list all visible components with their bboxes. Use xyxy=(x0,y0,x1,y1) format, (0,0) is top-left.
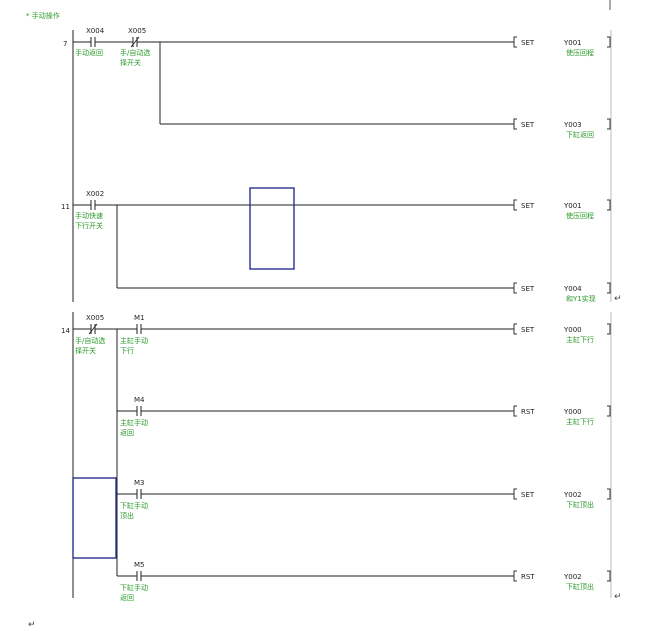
contact-comment: 主缸手动 xyxy=(120,336,148,345)
coil-set-y002[interactable]: SET Y002 下缸顶出 xyxy=(513,488,611,509)
contact-comment: 返回 xyxy=(120,429,134,437)
coil-instruction: SET xyxy=(521,491,535,499)
coil-device: Y003 xyxy=(563,121,582,129)
coil-device: Y000 xyxy=(563,408,582,416)
contact-m5[interactable]: M5 下缸手动 返回 xyxy=(120,561,148,602)
contact-comment: 择开关 xyxy=(75,346,96,355)
coil-comment: 下缸顶出 xyxy=(566,582,594,591)
return-mark: ↵ xyxy=(614,294,622,304)
coil-device: Y000 xyxy=(563,326,582,334)
contact-comment: 下缸手动 xyxy=(120,583,148,592)
coil-instruction: SET xyxy=(521,39,535,47)
contact-x004[interactable]: X004 手动返回 xyxy=(75,27,105,57)
coil-set-y000[interactable]: SET Y000 主缸下行 xyxy=(513,323,611,344)
contact-device-label: M5 xyxy=(134,561,145,569)
coil-device: Y001 xyxy=(563,202,582,210)
contact-m4[interactable]: M4 主缸手动 返回 xyxy=(120,396,148,437)
return-mark: ↵ xyxy=(28,620,36,628)
contact-device-label: M3 xyxy=(134,479,145,487)
contact-m1[interactable]: M1 主缸手动 下行 xyxy=(120,314,148,355)
coil-comment: 使压回程 xyxy=(566,211,594,220)
rung-step-number: 7 xyxy=(63,40,67,48)
contact-comment: 下行 xyxy=(120,346,134,355)
contact-comment: 手动快速 xyxy=(75,211,103,220)
coil-comment: 主缸下行 xyxy=(566,417,594,426)
coil-set-y001[interactable]: SET Y001 使压回程 xyxy=(513,36,611,57)
contact-comment: 手/自动选 xyxy=(120,48,150,57)
contact-device-label: X005 xyxy=(86,314,104,322)
coil-set-y003[interactable]: SET Y003 下缸返回 xyxy=(513,118,611,139)
coil-comment: 主缸下行 xyxy=(566,335,594,344)
contact-comment: 主缸手动 xyxy=(120,418,148,427)
rung-7: 7 X004 手动返回 X005 手/自动选 xyxy=(63,27,611,139)
coil-instruction: RST xyxy=(521,573,535,581)
coil-comment: 下缸顶出 xyxy=(566,500,594,509)
contact-device-label: X005 xyxy=(128,27,146,35)
section-comment-title: * 手动操作 xyxy=(26,11,60,20)
rung-step-number: 14 xyxy=(61,327,70,335)
coil-instruction: SET xyxy=(521,326,535,334)
contact-x005-rung14[interactable]: X005 手/自动选 择开关 xyxy=(75,314,105,355)
coil-comment: 下缸返回 xyxy=(566,130,594,139)
coil-comment: 使压回程 xyxy=(566,48,594,57)
contact-device-label: X002 xyxy=(86,190,104,198)
coil-rst-y002[interactable]: RST Y002 下缸顶出 xyxy=(513,570,611,591)
rung-14: 14 X005 手/自动选 择开关 xyxy=(61,314,622,602)
coil-device: Y002 xyxy=(563,491,582,499)
contact-comment: 下缸手动 xyxy=(120,501,148,510)
coil-set-y004[interactable]: SET Y004 和Y1实现 xyxy=(513,282,611,303)
contact-comment: 择开关 xyxy=(120,58,141,67)
coil-device: Y004 xyxy=(563,285,582,293)
ladder-block-1: 7 X004 手动返回 X005 手/自动选 xyxy=(61,27,622,304)
return-mark: ↵ xyxy=(614,592,622,602)
contact-comment: 手动返回 xyxy=(75,48,103,57)
contact-comment: 下行开关 xyxy=(75,221,103,230)
contact-device-label: M1 xyxy=(134,314,145,322)
contact-comment: 顶出 xyxy=(120,511,134,520)
coil-instruction: RST xyxy=(521,408,535,416)
coil-device: Y002 xyxy=(563,573,582,581)
coil-instruction: SET xyxy=(521,202,535,210)
coil-device: Y001 xyxy=(563,39,582,47)
coil-instruction: SET xyxy=(521,121,535,129)
coil-rst-y000[interactable]: RST Y000 主缸下行 xyxy=(513,405,611,426)
contact-comment: 返回 xyxy=(120,594,134,602)
rung-11: 11 X002 手动快速 下行开关 SET Y001 xyxy=(61,187,622,304)
contact-comment: 手/自动选 xyxy=(75,336,105,345)
rung-step-number: 11 xyxy=(61,203,70,211)
contact-device-label: M4 xyxy=(134,396,145,404)
coil-set-y001-rung11[interactable]: SET Y001 使压回程 xyxy=(513,199,611,220)
coil-comment: 和Y1实现 xyxy=(566,294,596,303)
contact-x005[interactable]: X005 手/自动选 择开关 xyxy=(120,27,150,67)
highlight-box xyxy=(72,477,117,559)
contact-x002[interactable]: X002 手动快速 下行开关 xyxy=(75,190,104,230)
ladder-block-2: 14 X005 手/自动选 择开关 xyxy=(61,312,622,602)
contact-m3[interactable]: M3 下缸手动 顶出 xyxy=(120,479,148,520)
coil-instruction: SET xyxy=(521,285,535,293)
contact-device-label: X004 xyxy=(86,27,105,35)
highlight-box xyxy=(249,187,295,270)
